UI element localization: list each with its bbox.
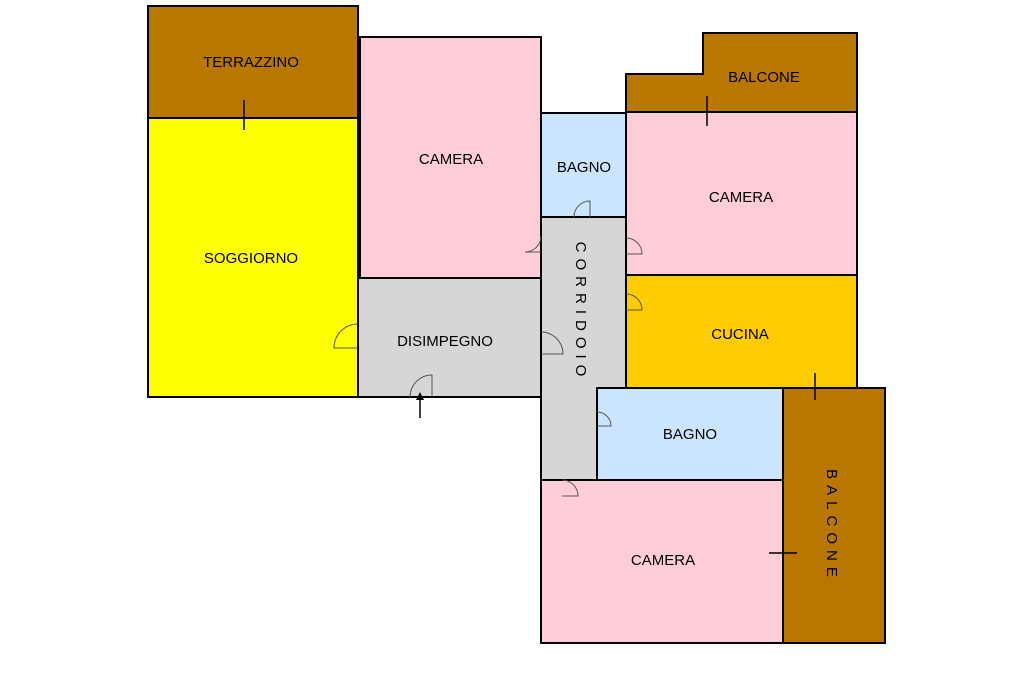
door-swing-entrance bbox=[409, 374, 433, 398]
door-swing-bagno-1 bbox=[573, 200, 591, 218]
label-disimpegno: DISIMPEGNO bbox=[397, 333, 493, 350]
door-swing-camera-2 bbox=[625, 237, 643, 255]
room-terrazzino bbox=[147, 5, 359, 119]
entrance-arrow-icon bbox=[416, 392, 424, 400]
door-swing-bagno-2 bbox=[596, 411, 612, 427]
label-bagno-2: BAGNO bbox=[663, 426, 717, 443]
room-disimpegno bbox=[357, 277, 542, 398]
room-bagno-2 bbox=[596, 387, 784, 481]
room-camera-3 bbox=[540, 479, 784, 644]
door-swing-camera-1 bbox=[524, 235, 542, 253]
room-cucina bbox=[625, 274, 858, 389]
label-balcone-2: BALCONE bbox=[823, 469, 840, 583]
door-swing-cucina bbox=[625, 293, 643, 311]
door-swing-soggiorno bbox=[333, 323, 359, 349]
door-swing-camera-3 bbox=[561, 479, 579, 497]
label-soggiorno: SOGGIORNO bbox=[204, 250, 298, 267]
room-camera-1 bbox=[359, 36, 542, 279]
label-balcone-1: BALCONE bbox=[728, 69, 800, 86]
label-corridoio: CORRIDOIO bbox=[572, 242, 589, 383]
door-swing-disimpegno bbox=[540, 331, 564, 355]
label-camera-1: CAMERA bbox=[419, 151, 483, 168]
room-soggiorno bbox=[147, 117, 359, 398]
label-camera-3: CAMERA bbox=[631, 552, 695, 569]
room-balcone-2 bbox=[782, 387, 886, 644]
label-cucina: CUCINA bbox=[711, 326, 769, 343]
label-terrazzino: TERRAZZINO bbox=[203, 54, 299, 71]
room-camera-2 bbox=[625, 111, 858, 276]
label-camera-2: CAMERA bbox=[709, 189, 773, 206]
label-bagno-1: BAGNO bbox=[557, 159, 611, 176]
